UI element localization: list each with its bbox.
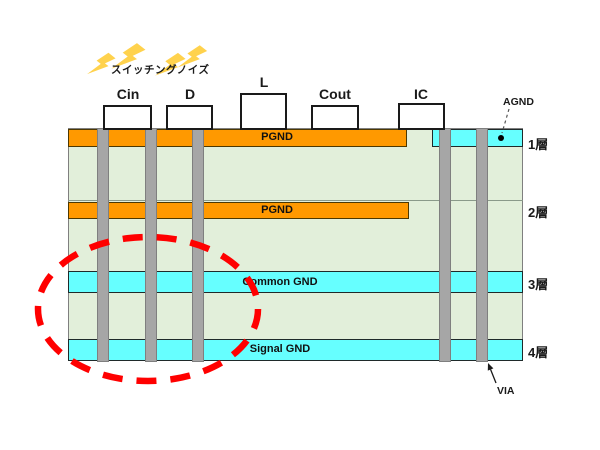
component-d (166, 105, 213, 130)
pgnd-layer1-label: PGND (261, 131, 293, 143)
dielectric-boundary-line (68, 200, 523, 201)
via-arrow-line (489, 369, 497, 384)
via-bar (145, 128, 157, 362)
component-label-d: D (184, 86, 196, 102)
component-ic (398, 103, 445, 130)
component-label-ic: IC (414, 86, 428, 102)
component-label-cin: Cin (116, 86, 140, 102)
component-label-l: L (259, 74, 269, 90)
via-bar (192, 128, 204, 362)
signal-gnd-label: Signal GND (249, 343, 311, 355)
via-bar (476, 128, 488, 362)
layer2-label: 2層 (528, 205, 549, 220)
via-bar (439, 128, 451, 362)
layer3-label: 3層 (528, 277, 549, 292)
component-label-cout: Cout (319, 86, 351, 102)
component-cout (311, 105, 359, 130)
via-annotation-label: VIA (497, 385, 515, 397)
via-bar (97, 128, 109, 362)
component-cin (103, 105, 152, 130)
pgnd-layer2-label: PGND (261, 204, 293, 216)
layer1-label: 1層 (528, 137, 549, 152)
layer4-label: 4層 (528, 345, 549, 360)
agnd-annotation-label: AGND (503, 96, 534, 108)
pcb-board-body (68, 128, 523, 361)
component-l (240, 93, 287, 130)
via-arrow-head (487, 363, 494, 371)
switching-noise-label: スイッチングノイズ (111, 64, 210, 76)
common-gnd-label: Common GND (242, 276, 318, 288)
